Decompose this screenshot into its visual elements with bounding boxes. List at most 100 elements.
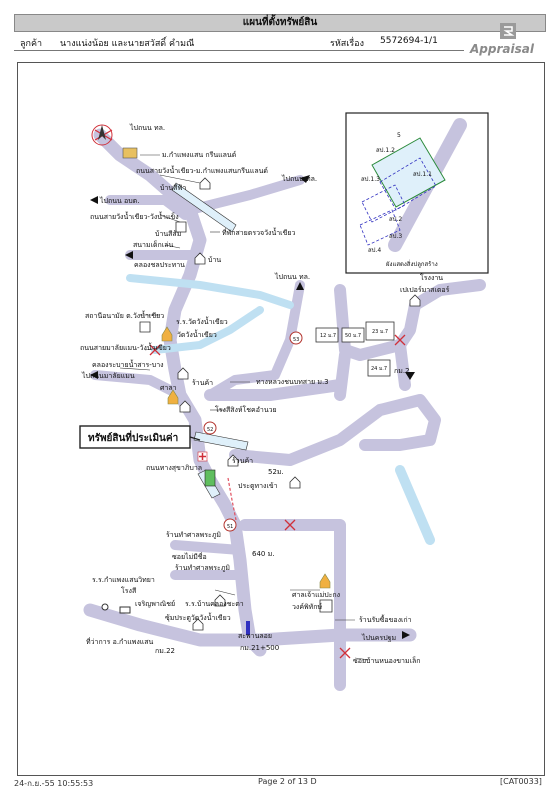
map-label: ถนนสายมาลัยแมน-วังน้ำเขียว	[80, 341, 171, 352]
house-icon	[177, 367, 189, 380]
map-label: ร.ร.วัดวังน้ำเขียว	[176, 315, 228, 326]
inset-label: สป.3	[389, 233, 402, 240]
road-to-hwy	[205, 280, 305, 400]
subject-pointer	[189, 436, 201, 441]
canal-east	[395, 465, 435, 545]
map-label: กม.21+500	[240, 644, 279, 652]
map-label: ที่พักสายตรวจวังน้ำเขียว	[222, 226, 295, 237]
map-frame	[17, 62, 545, 776]
map-label: 23 ม.7	[372, 329, 388, 335]
map-label: สถานีอนามัย ต.วังน้ำเขียว	[85, 309, 164, 320]
map-label: ร้านทำศาลพระภูมิ	[166, 531, 221, 539]
logo-text: Appraisal	[470, 42, 534, 56]
inset-label: สป.1.2	[376, 147, 395, 154]
road-winding	[229, 394, 441, 466]
subject-property-label: ทรัพย์สินที่ประเมินค่า	[88, 430, 178, 444]
house-icon	[289, 476, 301, 489]
map-label: กม.22	[155, 647, 175, 655]
house-icon	[214, 594, 226, 607]
university-icon	[122, 147, 138, 159]
map-label: ไปถนน ทล.	[129, 123, 165, 132]
appraisal-logo-icon	[500, 23, 516, 39]
map-label: ร้านค้า	[192, 379, 213, 387]
inset-label: สป.4	[368, 247, 381, 254]
map-label: วงค์พิทักษ์	[292, 603, 322, 611]
map-label: 51	[227, 524, 233, 530]
building-icon	[319, 599, 333, 613]
map-label: 52	[207, 427, 213, 433]
road-soi	[170, 540, 245, 555]
map-label: ศาลเจ้าแม่ปะกง	[292, 591, 340, 599]
page-title: แผนที่ตั้งทรัพย์สิน	[14, 14, 546, 32]
map-label: ร้านรับซื้อของเก่า	[359, 613, 412, 624]
house-icon	[227, 454, 239, 467]
map-label: คลองชลประทาน	[134, 261, 185, 269]
map-label: กม.2	[394, 367, 410, 375]
ref-value: 5572694-1/1	[380, 36, 438, 46]
map-label: 640 ม.	[252, 550, 274, 558]
road-branch-east	[185, 175, 305, 215]
map-label: เปเปอร์มาสเตอร์	[400, 286, 450, 294]
map-label: ไปนครปฐม	[361, 633, 396, 642]
map-label: ม.กำแพงแสน กรีนแลนด์	[162, 151, 236, 159]
house-icon	[194, 252, 206, 265]
map-label: ซอยไม่มีชื่อ	[172, 552, 207, 561]
road-factory2	[334, 349, 351, 401]
map-label: เจริญพาณิชย์	[135, 600, 175, 608]
map-label: ซอยบ้านหนองขามเล็ก	[353, 656, 421, 665]
house-icon	[409, 294, 421, 307]
map-label: วัดวังน้ำเขียว	[177, 328, 217, 339]
inset-label: 5	[397, 132, 401, 139]
canal-west	[151, 306, 264, 354]
temple-icon	[161, 326, 173, 342]
map-label: ร้านค้า	[232, 457, 253, 465]
map-label: โรงสีสิงห์โชคอำนวย	[215, 405, 277, 414]
map-label: ทางหลวงชนบทสาย ม.3	[256, 378, 329, 386]
map-label: ซุ้มประตูวัดวังน้ำเขียว	[165, 611, 231, 622]
map-label: บ้าน	[208, 256, 221, 264]
canal-diagonal	[171, 182, 237, 233]
map-label: ไปถนนมาลัยแมน	[81, 371, 135, 380]
map-label: ที่ว่าการ อ.กำแพงแสน	[86, 637, 154, 646]
map-label: ถนนทางสุขาภิบาล	[146, 464, 202, 472]
inset-title: ผังแสดงสิ่งปลูกสร้าง	[386, 260, 438, 268]
map-label: โรงงาน	[420, 273, 443, 282]
map-label: คลองระบายน้ำสาร-บาง	[92, 358, 164, 369]
client-name: นางแน่งน้อย และนายสวัสดิ์ คำมณี	[60, 39, 195, 49]
north-arrow-icon	[91, 124, 113, 146]
map-label: สะพานลอย	[238, 632, 272, 640]
map-label: 12 ม.7	[320, 333, 336, 339]
map-label: 24 ม.7	[371, 366, 387, 372]
map-label: ถนนสายวังน้ำเขียว-วังน้ำแข็ง	[90, 210, 179, 221]
map-label: ร้านทำศาลพระภูมิ	[175, 564, 230, 572]
road-factory	[334, 279, 486, 361]
client-label: ลูกค้า	[20, 39, 43, 49]
road-branch-west	[105, 195, 190, 220]
house-icon	[199, 177, 211, 190]
map-label: บ้านสีฟ้า	[160, 184, 186, 192]
temple-icon	[167, 389, 179, 405]
house-icon	[192, 618, 204, 631]
ref-label: รหัสเรื่อง	[330, 39, 364, 49]
inset-label: สป.1.3	[361, 176, 380, 183]
road-malaiman	[90, 370, 185, 400]
canal-north	[126, 274, 294, 309]
inset-label: สป.1.1	[413, 171, 432, 178]
road-east-m3	[204, 379, 346, 401]
road-factory3	[394, 339, 411, 391]
map-label: ไปถนน อบต.	[99, 196, 139, 205]
map-label: 52ม.	[268, 468, 284, 476]
header-divider	[14, 50, 464, 51]
inset-label: สป.2	[389, 216, 402, 223]
map-label: ศาลา	[160, 384, 177, 392]
footer-code: [CAT0033]	[500, 777, 542, 786]
map-label: โรงสี	[121, 586, 137, 595]
map-label: ถนนสายวังน้ำเขียว-ม.กำแพงแสนกรีนแลนด์	[136, 164, 268, 175]
map-label: 50 ม.7	[345, 333, 361, 339]
temple-icon	[319, 573, 331, 589]
canal-segment	[193, 431, 249, 451]
road-bottom	[83, 603, 417, 647]
subject-parcel	[204, 469, 216, 487]
map-label: 53	[293, 337, 299, 343]
